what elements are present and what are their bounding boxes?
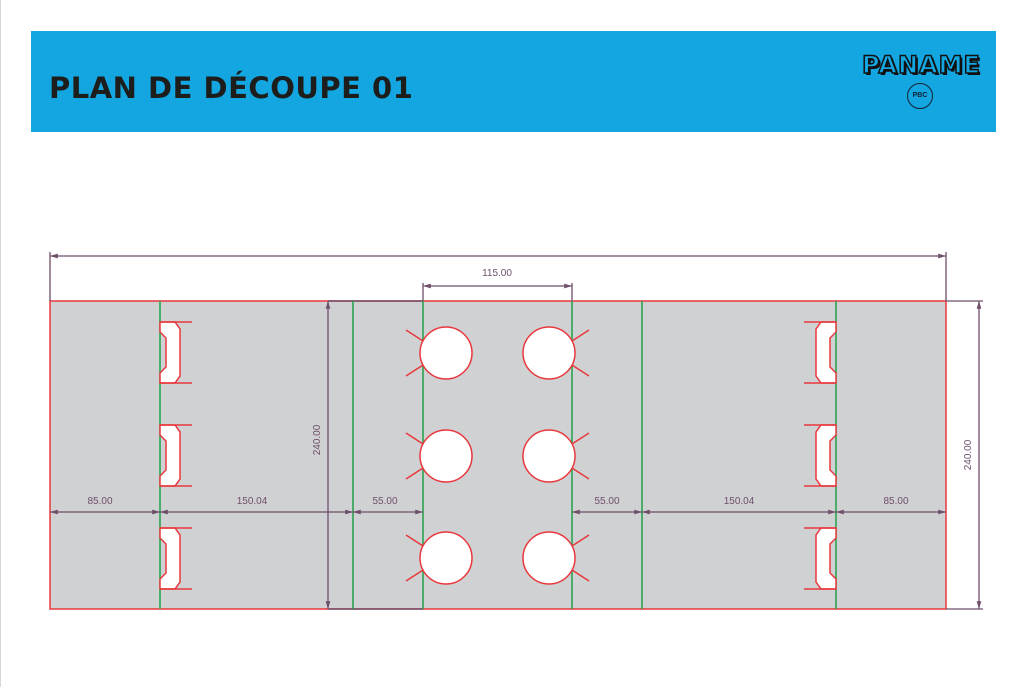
hole <box>419 531 473 585</box>
hole-slit <box>405 569 424 582</box>
hole <box>419 429 473 483</box>
panel <box>49 300 947 610</box>
hole <box>522 326 576 380</box>
hole-slit <box>571 534 590 547</box>
hole-slit <box>571 467 590 480</box>
page-edge <box>0 0 1 687</box>
dim-width-2: 150.04 <box>237 496 268 507</box>
hole-slit <box>405 432 424 445</box>
dim-height-outer: 240.00 <box>963 439 974 470</box>
brand-logo: PANAME PBC <box>861 50 981 109</box>
logo-wordmark: PANAME <box>861 50 981 80</box>
hole <box>419 326 473 380</box>
hole-slit <box>571 569 590 582</box>
hole <box>522 531 576 585</box>
hole-slit <box>571 329 590 342</box>
header-banner: PLAN DE DÉCOUPE 01 PANAME PBC <box>31 31 996 132</box>
dimension-labels: 115.00 240.00 240.00 85.00 150.04 55.00 … <box>87 268 974 507</box>
dim-width-5: 150.04 <box>724 496 755 507</box>
hole-slit <box>405 364 424 377</box>
dim-width-1: 85.00 <box>87 496 112 507</box>
dim-width-4: 55.00 <box>594 496 619 507</box>
dim-width-6: 85.00 <box>883 496 908 507</box>
hole-slit <box>405 534 424 547</box>
tab-cutouts <box>159 321 837 590</box>
seal-icon: PBC <box>907 83 933 109</box>
hole-slit <box>405 467 424 480</box>
hole-slit <box>571 364 590 377</box>
hole-slit <box>571 432 590 445</box>
dimension-lines <box>49 252 983 610</box>
hole-cutouts <box>405 326 590 585</box>
hole <box>522 429 576 483</box>
page-title: PLAN DE DÉCOUPE 01 <box>49 71 414 105</box>
dim-hole-spacing: 115.00 <box>482 268 512 279</box>
dim-height-inner: 240.00 <box>312 424 323 455</box>
panel-outline <box>49 300 947 610</box>
dim-width-3: 55.00 <box>372 496 397 507</box>
hole-slit <box>405 329 424 342</box>
